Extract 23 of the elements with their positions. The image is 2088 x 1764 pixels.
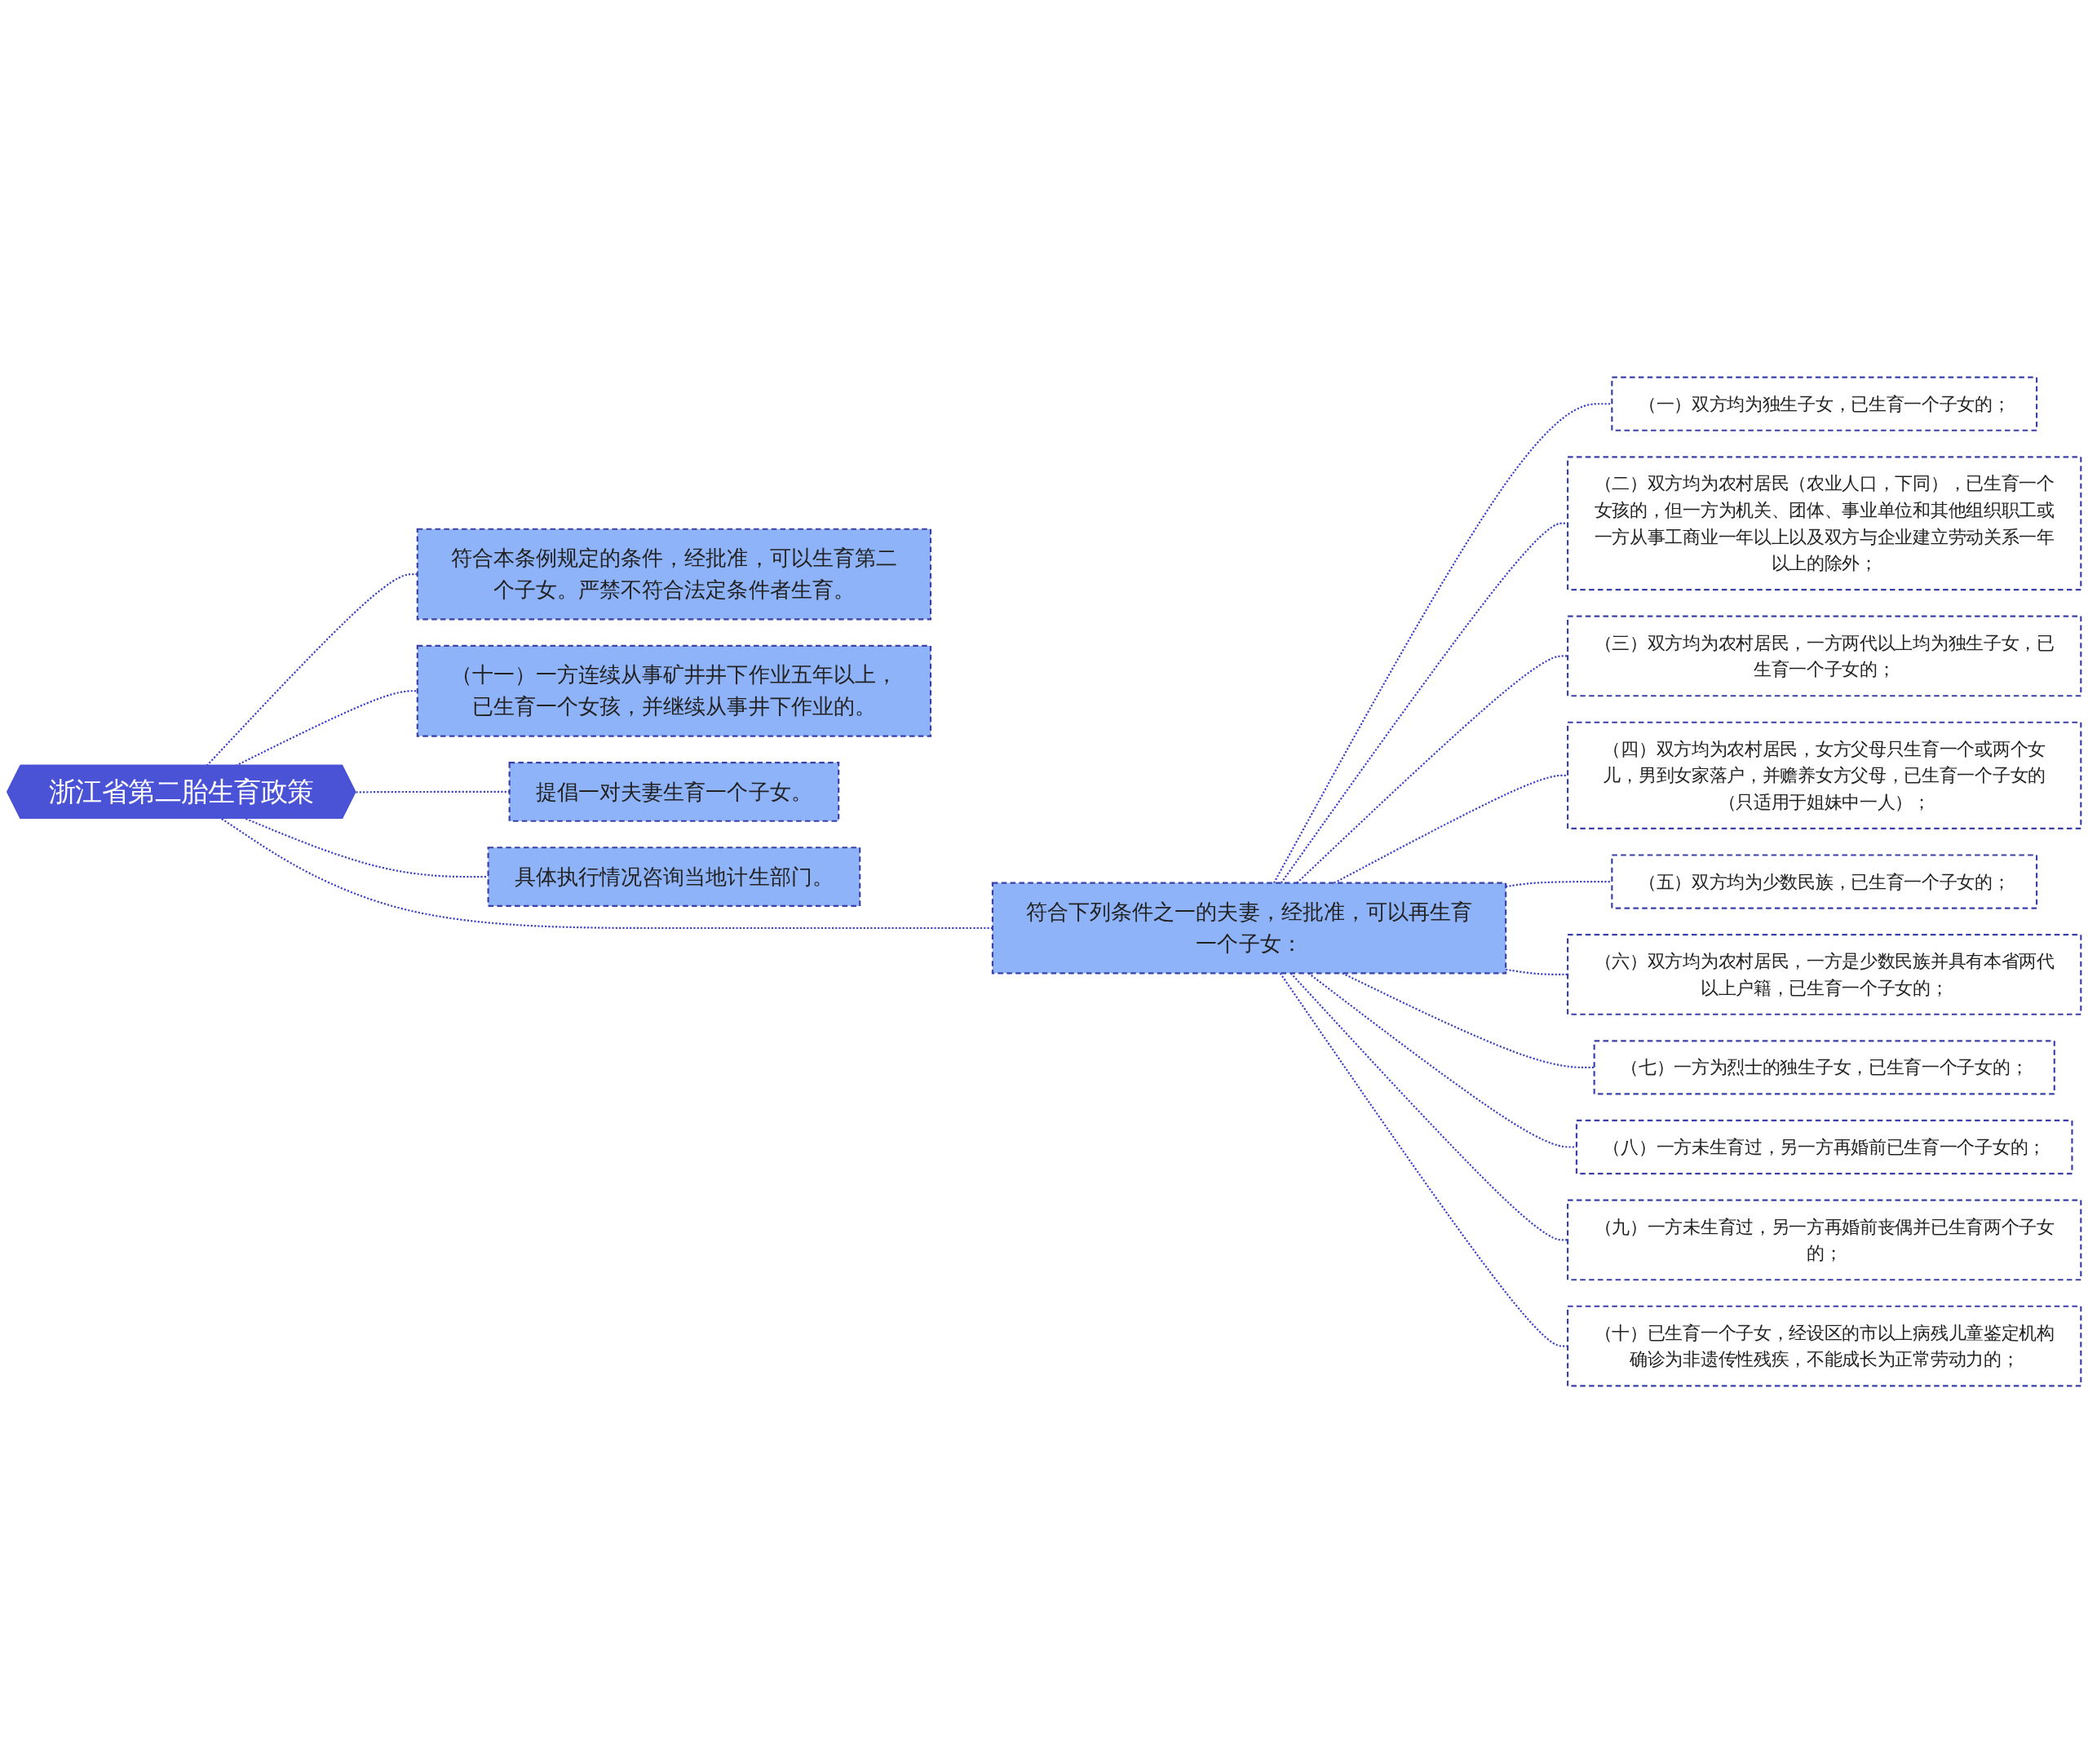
node-box [1567,722,2082,830]
node-box [416,528,932,621]
connector [246,818,489,878]
node-box [508,762,840,823]
node-box [1611,854,2038,910]
node-box [1567,934,2082,1016]
node-box [1611,377,2038,432]
connector [1272,403,1612,884]
connector [1290,973,1568,1241]
connector [1506,881,1612,888]
connector [1296,655,1568,884]
node-box [1593,1040,2055,1095]
node-box [1567,456,2082,591]
node-box [1567,615,2082,697]
node-box [1575,1120,2073,1175]
connector [1279,973,1568,1348]
node-box [1567,1306,2082,1387]
node-box [991,882,1507,975]
node-box [1567,1199,2082,1281]
node-box [487,847,861,908]
node-box [416,645,932,738]
connector [1280,523,1568,884]
connector [1506,969,1568,976]
